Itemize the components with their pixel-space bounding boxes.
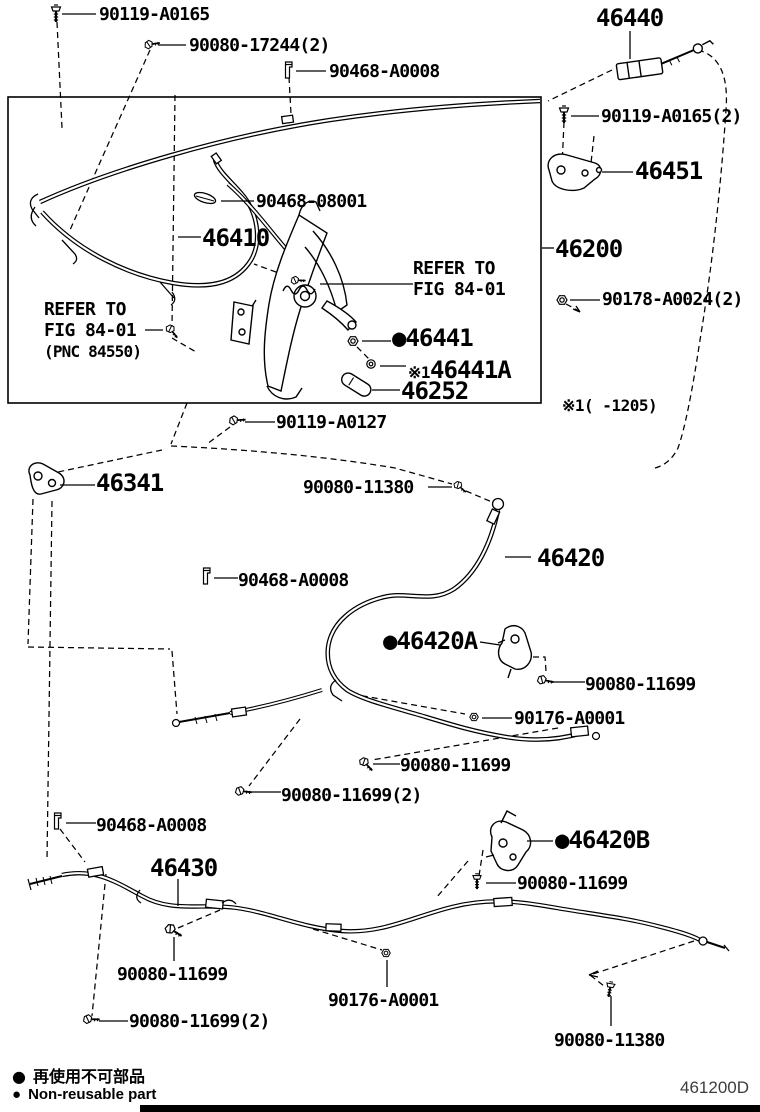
refer-line: FIG 84-01 [44, 320, 137, 341]
callout-90080-11699-a: 90080-11699 [585, 674, 696, 695]
callout-90080-11380-mid: 90080-11380 [303, 477, 414, 498]
dashed-arrowheads [572, 305, 599, 978]
callout-46420: 46420 [537, 544, 605, 572]
callout-90080-11699-c: 90080-11699 [517, 873, 628, 894]
washer-icon [366, 359, 376, 369]
callout-90468-08001: 90468-08001 [256, 191, 367, 212]
legend-en-text: Non-reusable part [28, 1086, 157, 1103]
spec-note: ※1( -1205) [562, 396, 658, 415]
callout-46451: 46451 [635, 157, 703, 185]
clip-icon [53, 812, 62, 830]
bracket-46420b-drawing [485, 810, 532, 872]
clip-icon [284, 61, 293, 79]
nonreusable-dot: ● [555, 826, 569, 854]
leader-lines [60, 13, 633, 1026]
callout-46420a: ●46420A [383, 627, 478, 655]
assembly-box [7, 96, 554, 404]
callout-46440: 46440 [596, 4, 664, 32]
refer-note-left: REFER TO FIG 84-01 (PNC 84550) [44, 299, 142, 362]
callout-46441: ●46441 [392, 324, 474, 352]
dashed-lines [27, 21, 728, 1017]
callout-90468-a0008-top: 90468-A0008 [329, 61, 440, 82]
bolt-icon [163, 922, 184, 938]
refer-note-right: REFER TO FIG 84-01 [413, 258, 506, 300]
refer-line: FIG 84-01 [413, 279, 506, 300]
callout-90119-a0165-2: 90119-A0165(2) [601, 106, 742, 127]
nut-icon [381, 948, 391, 958]
callout-90080-11380-bottom: 90080-11380 [554, 1030, 665, 1051]
callout-90119-a0165: 90119-A0165 [99, 4, 210, 25]
bracket-46451-drawing [547, 153, 603, 192]
callout-90468-a0008-mid: 90468-A0008 [238, 570, 349, 591]
nonreusable-dot: ● [392, 324, 406, 352]
screw-icon [603, 980, 617, 999]
pedal-assembly-drawing [230, 200, 357, 400]
refer-line-pnc: (PNC 84550) [44, 342, 142, 361]
bolt-icon [451, 479, 469, 494]
cable-46430-drawing [27, 865, 730, 952]
callout-90176-a0001-mid: 90176-A0001 [514, 708, 625, 729]
spec-marker: ※1 [408, 363, 431, 382]
bolt-icon [80, 1009, 101, 1028]
nonreusable-dot: ● [12, 1067, 26, 1086]
nonreusable-dot: ● [383, 627, 397, 655]
clip-icon [202, 567, 211, 585]
callout-90080-11699-b: 90080-11699 [400, 755, 511, 776]
bottom-edge-bar [140, 1105, 760, 1112]
callout-90468-a0008-bottom: 90468-A0008 [96, 815, 207, 836]
cable-46420-drawing [171, 497, 601, 742]
screw-icon [558, 104, 570, 125]
callout-90080-11699-d: 90080-11699 [117, 964, 228, 985]
callout-90080-11699-2-mid: 90080-11699(2) [281, 785, 422, 806]
nonreusable-dot: ● [12, 1086, 22, 1103]
callout-90119-a0127: 90119-A0127 [276, 412, 387, 433]
clevis-46341-drawing [28, 462, 65, 495]
bolt-icon [356, 755, 377, 773]
callout-46441-text: 46441 [405, 324, 473, 352]
nut-icon [556, 295, 568, 305]
part-46440-drawing [615, 39, 714, 81]
refer-line: REFER TO [44, 299, 127, 320]
damper-46252-drawing [341, 372, 372, 397]
callout-46420a-text: 46420A [396, 627, 478, 655]
callout-90080-11699-2-bottom: 90080-11699(2) [129, 1011, 270, 1032]
callout-46200: 46200 [555, 235, 623, 263]
legend-nonreusable-en: ● Non-reusable part [12, 1086, 156, 1103]
callout-46430: 46430 [150, 854, 218, 882]
bolt-icon [142, 34, 162, 53]
bracket-46420a-drawing [497, 625, 532, 679]
cable-46410-drawing [29, 98, 541, 306]
callout-46341: 46341 [96, 469, 164, 497]
screw-icon [471, 872, 483, 891]
bolt-icon [535, 672, 555, 688]
nut-icon [469, 712, 479, 722]
refer-line: REFER TO [413, 258, 496, 279]
callout-90176-a0001-bottom: 90176-A0001 [328, 990, 439, 1011]
bolt-icon [163, 322, 182, 340]
callout-90080-17244: 90080-17244(2) [189, 35, 330, 56]
figure-code: 461200D [680, 1078, 750, 1097]
legend-nonreusable-jp: ● 再使用不可部品 [12, 1063, 145, 1087]
bolt-icon [226, 410, 247, 429]
callout-46441a: ※146441A [408, 356, 512, 384]
callout-90178-a0024: 90178-A0024(2) [602, 289, 743, 310]
callout-46420b-text: 46420B [568, 826, 650, 854]
callout-46410: 46410 [202, 224, 270, 252]
screw-icon [50, 3, 62, 24]
legend-jp-text: 再使用不可部品 [32, 1067, 145, 1086]
callout-46441a-text: 46441A [430, 356, 512, 384]
nut-icon [347, 336, 359, 346]
callout-46252: 46252 [401, 377, 469, 405]
callout-46420b: ●46420B [555, 826, 650, 854]
